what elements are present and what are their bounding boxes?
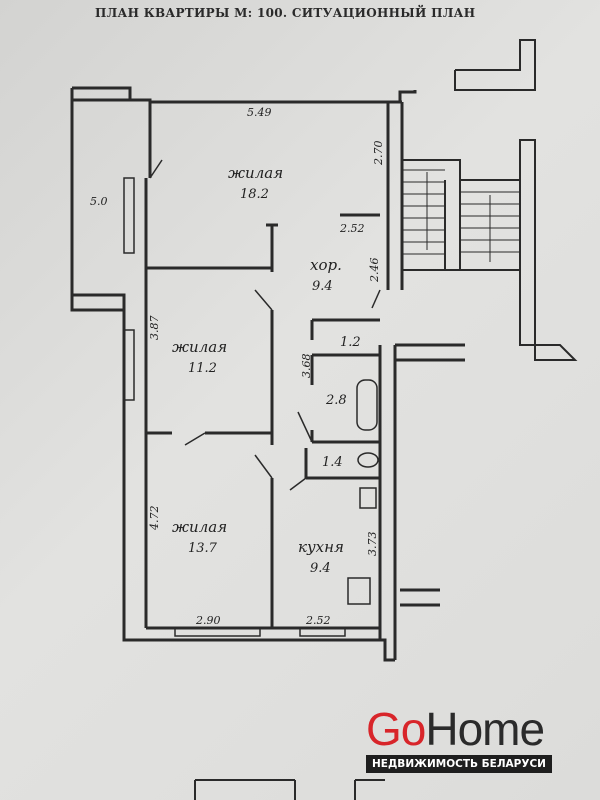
dimension: 2.52 (305, 614, 331, 627)
small-area: 2.8 (325, 393, 347, 408)
dimension: 3.68 (300, 354, 313, 379)
dimension: 5.49 (247, 106, 272, 119)
fixtures (347, 379, 379, 605)
small-area: 1.4 (322, 455, 343, 470)
logo-go: Go (366, 703, 426, 755)
dimension: 5.0 (90, 195, 108, 208)
dimension: 2.70 (372, 141, 385, 167)
kitchen-sink-icon (347, 577, 371, 605)
room-label: жилая (228, 164, 283, 182)
doors (149, 159, 381, 491)
walls (70, 86, 465, 662)
sink-icon (357, 452, 379, 468)
room-area: 11.2 (188, 361, 217, 376)
logo-tagline: НЕДВИЖИМОСТЬ БЕЛАРУСИ (366, 755, 552, 773)
room-area: 13.7 (188, 541, 218, 556)
small-area: 1.2 (340, 335, 361, 350)
plan-title: ПЛАН КВАРТИРЫ М: 100. СИТУАЦИОННЫЙ ПЛАН (95, 6, 476, 20)
dimension: 3.87 (148, 316, 161, 341)
room-label: жилая (172, 338, 227, 356)
logo-home: Home (425, 703, 545, 755)
room-area: 9.4 (312, 279, 333, 294)
staircase (402, 39, 578, 361)
dimension: 3.73 (366, 532, 379, 557)
stove-icon (359, 487, 377, 509)
gohome-logo: GoHome НЕДВИЖИМОСТЬ БЕЛАРУСИ (366, 706, 552, 773)
bottom-fragment (194, 779, 385, 800)
room-area: 18.2 (240, 187, 269, 202)
dimension: 4.72 (148, 506, 161, 532)
room-label: кухня (298, 538, 344, 556)
dimension: 2.90 (195, 614, 221, 627)
dimension: 2.46 (368, 258, 381, 284)
stair-treads (402, 169, 520, 262)
bathtub-icon (356, 379, 378, 431)
room-label: жилая (172, 518, 227, 536)
windows (123, 177, 346, 637)
room-area: 9.4 (310, 561, 331, 576)
dimension: 2.52 (339, 222, 365, 235)
room-label: хор. (310, 256, 342, 274)
